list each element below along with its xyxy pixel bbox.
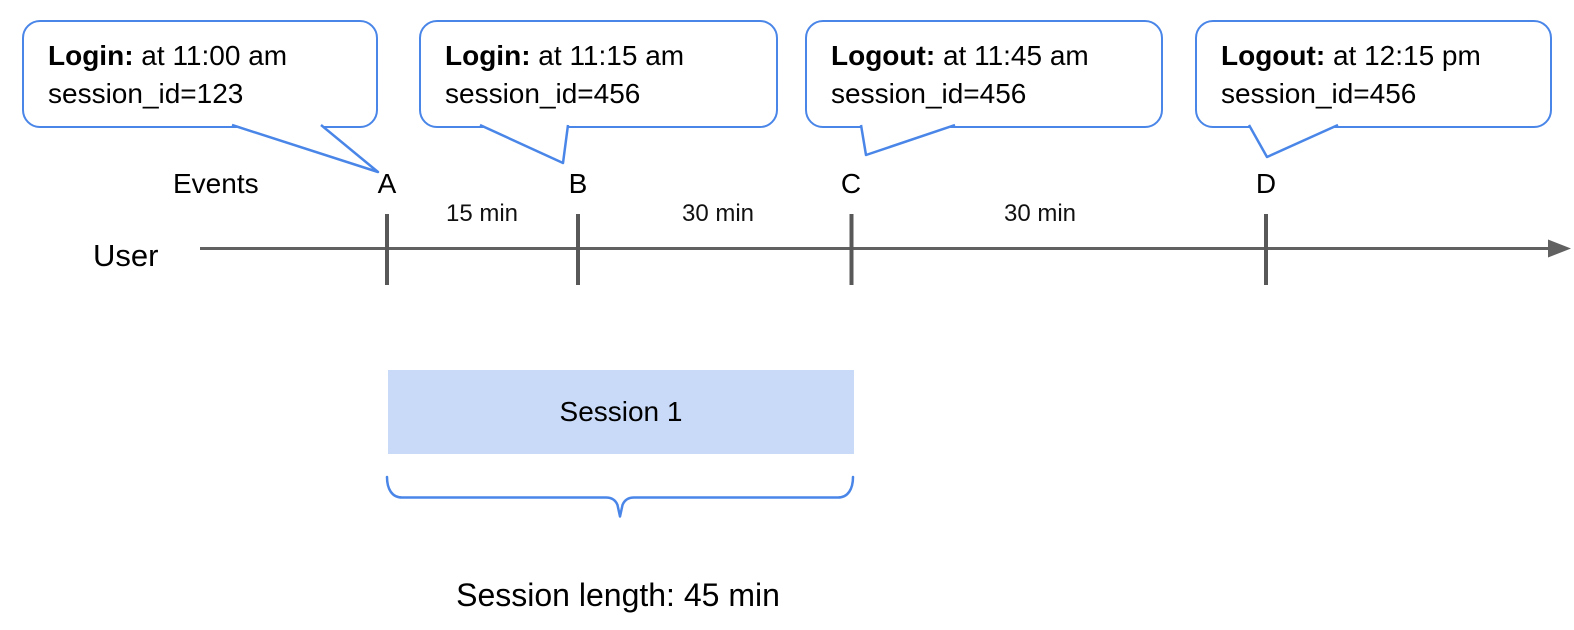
user-label: User [93,238,159,273]
marker-a: A [377,168,397,199]
callout-session-id: session_id=456 [1221,78,1417,109]
arrowhead-icon [1548,239,1571,258]
session-box-label: Session 1 [559,396,683,427]
callout-line1: Login: at 11:00 am [48,37,360,75]
callout-bubble-a: Login: at 11:00 am session_id=123 [22,20,378,128]
session-length-label: Session length: 45 min [456,577,780,613]
callout-bubble-c: Logout: at 11:45 am session_id=456 [805,20,1163,128]
callout-bubble-d: Logout: at 12:15 pm session_id=456 [1195,20,1552,128]
callout-title: Logout: [831,40,936,71]
interval-label-ab: 15 min [445,200,519,227]
marker-c: C [840,168,862,199]
callout-tail-a [231,123,380,174]
session-brace [385,475,855,518]
callout-title: Logout: [1221,40,1326,71]
callout-detail: at 11:45 am [935,40,1089,71]
callout-line1: Logout: at 11:45 am [831,37,1145,75]
interval-label-bc: 30 min [681,200,755,227]
callout-session-id: session_id=456 [445,78,641,109]
callout-detail: at 11:15 am [530,40,685,71]
callout-detail: at 11:00 am [133,40,288,71]
callout-title: Login: [445,40,531,71]
callout-line1: Login: at 11:15 am [445,37,760,75]
events-label: Events [173,168,259,199]
session-box: Session 1 [388,370,854,454]
marker-d: D [1255,168,1277,199]
callout-bubble-b: Login: at 11:15 am session_id=456 [419,20,778,128]
callout-tail-c [859,123,956,157]
callout-session-id: session_id=123 [48,78,244,109]
callout-detail: at 12:15 pm [1325,40,1481,71]
callout-session-id: session_id=456 [831,78,1027,109]
callout-line1: Logout: at 12:15 pm [1221,37,1534,75]
callout-tail-b [479,123,570,165]
callout-title: Login: [48,40,134,71]
interval-label-cd: 30 min [1003,200,1077,227]
marker-b: B [568,168,588,199]
callout-tail-d [1247,123,1339,159]
